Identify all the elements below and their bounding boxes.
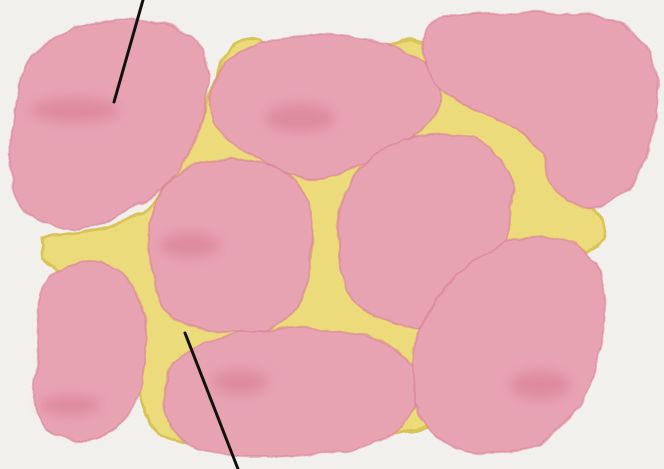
shade-bottom-left xyxy=(40,395,100,415)
cell-bottom-middle xyxy=(163,328,420,457)
shade-bottom-right xyxy=(510,371,570,399)
shade-top-left xyxy=(30,98,120,122)
shade-top-middle xyxy=(265,104,335,132)
shade-bottom-middle xyxy=(212,370,268,394)
shade-middle-left xyxy=(160,233,220,257)
